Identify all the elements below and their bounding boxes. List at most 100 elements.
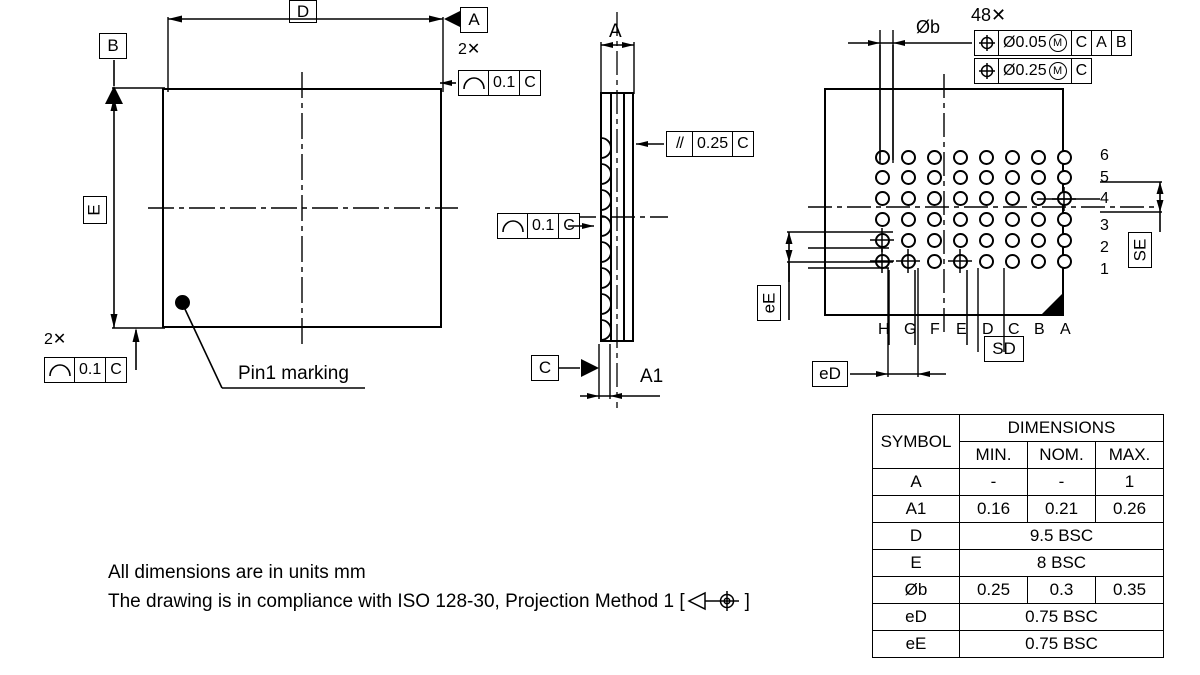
solder-ball-F6: [1004, 149, 1020, 165]
fcf-profile-bottom-datum: C: [110, 361, 122, 378]
table-cell-symbol: E: [872, 549, 960, 577]
table-cell-value: 0.75 BSC: [959, 603, 1164, 631]
row-label-2-text: 2: [1100, 239, 1109, 256]
solder-ball-H6: [1056, 149, 1072, 165]
solder-ball-E3: [978, 211, 994, 227]
column-label-D: D: [982, 322, 994, 338]
dimension-label-A1: A1: [640, 367, 663, 386]
fcf-position-secondary-datum-0: C: [1075, 62, 1088, 79]
dimension-label-b: Øb: [916, 18, 940, 36]
dimension-label-eD-text: eD: [819, 364, 841, 383]
mmc-modifier-text: M: [1053, 64, 1063, 77]
note-units-text: All dimensions are in units mm: [108, 562, 366, 583]
qty-2x-top-label: 2✕: [458, 42, 480, 58]
solder-ball-C1: [926, 253, 942, 269]
solder-ball-D5: [952, 170, 968, 186]
datum-feature-C: C: [531, 355, 559, 381]
solder-ball-C4: [926, 191, 942, 207]
table-header-row-2: MIN. NOM. MAX.: [873, 441, 1164, 469]
solder-ball-D2: [952, 232, 968, 248]
row-label-2: 2: [1100, 240, 1109, 256]
pin1-marking-dot: [175, 295, 190, 310]
solder-ball-D4: [952, 191, 968, 207]
fcf-profile-side: 0.1 C: [497, 213, 580, 239]
dimension-label-A1-text: A1: [640, 366, 664, 387]
parallelism-icon: //: [667, 132, 693, 156]
table-cell-symbol: Øb: [872, 576, 960, 604]
first-angle-projection-icon: [686, 591, 739, 611]
fcf-profile-top-datum: C: [524, 74, 536, 91]
parallelism-symbol-text: //: [676, 135, 684, 152]
column-label-E: E: [956, 322, 967, 338]
ball-center-crosshair-icon: [948, 249, 972, 273]
table-cell-nom: -: [1027, 468, 1096, 496]
profile-of-surface-icon: [45, 358, 75, 382]
solder-ball-E4: [978, 191, 994, 207]
solder-ball-B3: [900, 211, 916, 227]
solder-ball-C6: [926, 149, 942, 165]
solder-ball-H2: [1056, 232, 1072, 248]
solder-ball-A4: [874, 191, 890, 207]
mmc-modifier-icon: M: [1048, 62, 1067, 80]
profile-of-surface-icon: [498, 214, 528, 238]
table-cell-value: 0.75 BSC: [959, 630, 1164, 658]
solder-ball-B2: [900, 232, 916, 248]
fcf-position-primary-datum-0: C: [1072, 31, 1093, 55]
column-label-A-text: A: [1060, 321, 1071, 338]
column-label-C: C: [1008, 322, 1020, 338]
qty-2x-top-text: 2✕: [458, 41, 481, 58]
column-label-D-text: D: [982, 321, 994, 338]
dimension-label-eE: eE: [757, 285, 781, 321]
solder-ball-A6: [874, 149, 890, 165]
solder-ball-E5: [978, 170, 994, 186]
solder-ball-E1: [978, 253, 994, 269]
datum-feature-A: A: [460, 7, 488, 33]
solder-ball-B5: [900, 170, 916, 186]
column-label-C-text: C: [1008, 321, 1020, 338]
ball-quantity-text: 48✕: [971, 5, 1007, 25]
mmc-modifier-text: M: [1053, 36, 1063, 49]
solder-ball-B6: [900, 149, 916, 165]
fcf-profile-bottom: 0.1 C: [44, 357, 127, 383]
table-cell-symbol: eE: [872, 630, 960, 658]
dimension-label-eD: eD: [812, 361, 848, 387]
row-label-3-text: 3: [1100, 217, 1109, 234]
column-label-G: G: [904, 322, 916, 338]
solder-ball-D6: [952, 149, 968, 165]
table-cell-max: 0.26: [1095, 495, 1164, 523]
solder-ball-A5: [874, 170, 890, 186]
table-cell-symbol: A: [872, 468, 960, 496]
qty-2x-bottom-label: 2✕: [44, 332, 66, 348]
fcf-profile-top: 0.1 C: [458, 70, 541, 96]
dimension-label-A-side: A: [609, 22, 622, 41]
datum-feature-B: B: [99, 33, 127, 59]
column-label-F: F: [930, 322, 940, 338]
ball-center-crosshair-icon: [870, 249, 894, 273]
note-iso: The drawing is in compliance with ISO 12…: [108, 590, 750, 612]
table-row: A--1: [872, 468, 1164, 496]
table-cell-min: 0.16: [959, 495, 1028, 523]
row-label-1-text: 1: [1100, 261, 1109, 278]
ball-center-crosshair-icon: [896, 249, 920, 273]
solder-ball-F3: [1004, 211, 1020, 227]
table-header-dimensions: DIMENSIONS: [959, 414, 1164, 442]
fcf-profile-top-tolerance: 0.1: [489, 71, 521, 95]
table-cell-nom: 0.3: [1027, 576, 1096, 604]
column-label-G-text: G: [904, 321, 917, 338]
solder-ball-C3: [926, 211, 942, 227]
column-label-B: B: [1034, 322, 1045, 338]
